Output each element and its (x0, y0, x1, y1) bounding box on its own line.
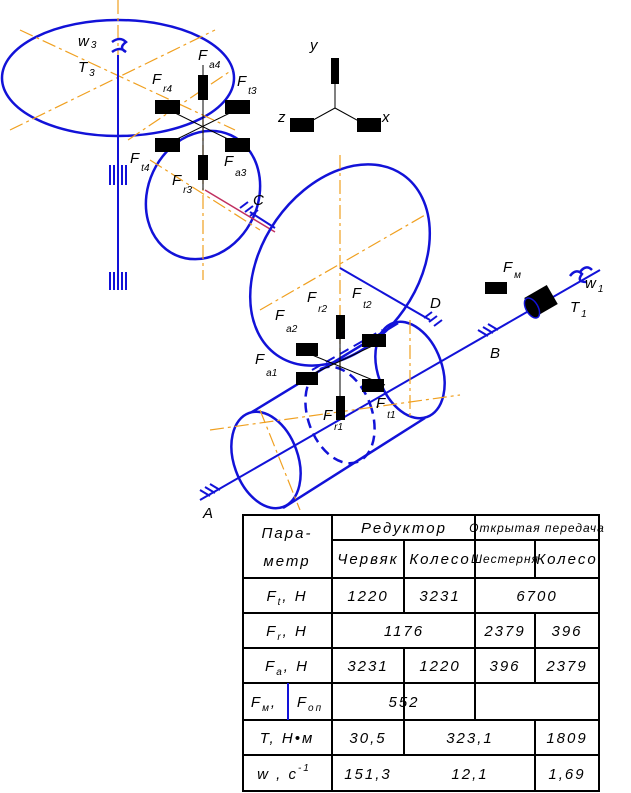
svg-text:T3: T3 (78, 59, 95, 79)
svg-text:323,1: 323,1 (446, 730, 494, 747)
svg-text:Ft, Н: Ft, Н (266, 588, 307, 608)
svg-text:3231: 3231 (347, 658, 388, 675)
svg-text:Fa4: Fa4 (198, 47, 221, 71)
svg-text:Fr4: Fr4 (152, 71, 173, 95)
svg-text:w1: w1 (585, 275, 603, 295)
svg-text:y: y (309, 37, 319, 54)
svg-text:B: B (490, 345, 500, 362)
svg-text:3231: 3231 (419, 588, 460, 605)
svg-text:Ft2: Ft2 (352, 285, 372, 311)
svg-text:метр: метр (263, 553, 310, 570)
svg-text:Fr3: Fr3 (172, 172, 193, 196)
svg-text:552: 552 (388, 694, 419, 711)
svg-text:Редуктор: Редуктор (361, 520, 447, 537)
svg-text:Ft1: Ft1 (376, 395, 396, 421)
svg-text:w , с-1: w , с-1 (257, 763, 311, 783)
svg-text:Fa1: Fa1 (255, 351, 277, 379)
svg-text:Fr, Н: Fr, Н (266, 623, 308, 643)
svg-text:1176: 1176 (384, 623, 424, 640)
coordinate-axes (290, 58, 381, 132)
svg-text:T, Н•м: T, Н•м (260, 730, 315, 747)
svg-text:Пара-: Пара- (262, 525, 313, 542)
force-vectors-top (155, 65, 250, 190)
svg-text:6700: 6700 (516, 588, 557, 605)
svg-text:Fоп: Fоп (297, 694, 323, 714)
svg-text:x: x (381, 109, 390, 126)
parameter-table: Пара- метр Редуктор Открытая передача Че… (242, 514, 605, 792)
svg-text:D: D (430, 295, 441, 312)
svg-text:Fa2: Fa2 (275, 307, 298, 335)
svg-text:C: C (253, 192, 264, 209)
svg-text:Шестерня: Шестерня (471, 552, 539, 566)
svg-text:2379: 2379 (545, 658, 587, 675)
svg-text:Fa3: Fa3 (224, 153, 247, 179)
svg-text:Fa, Н: Fa, Н (265, 658, 309, 678)
worm-shaft (199, 266, 601, 511)
svg-text:1,69: 1,69 (548, 766, 585, 783)
svg-text:Ft4: Ft4 (130, 150, 150, 174)
svg-text:Червяк: Червяк (337, 551, 398, 568)
force-vectors-worm (296, 282, 507, 420)
svg-text:396: 396 (551, 623, 582, 640)
svg-text:Колесо: Колесо (409, 551, 470, 568)
svg-text:1220: 1220 (419, 658, 460, 675)
svg-text:A: A (202, 505, 213, 522)
svg-text:396: 396 (489, 658, 520, 675)
svg-text:1809: 1809 (546, 730, 587, 747)
svg-text:Fм,: Fм, (251, 694, 277, 714)
svg-text:T1: T1 (570, 299, 587, 320)
svg-text:w3: w3 (78, 33, 97, 51)
svg-text:Fr1: Fr1 (323, 407, 343, 433)
svg-text:2379: 2379 (483, 623, 525, 640)
svg-text:Fм: Fм (503, 259, 521, 281)
svg-text:1220: 1220 (347, 588, 388, 605)
svg-text:151,3: 151,3 (344, 766, 392, 783)
svg-text:z: z (277, 109, 286, 126)
svg-text:Открытая передача: Открытая передача (469, 521, 605, 535)
svg-text:12,1: 12,1 (451, 766, 488, 783)
svg-text:Ft3: Ft3 (237, 73, 257, 97)
open-gear-shaft (109, 37, 128, 290)
svg-text:Колесо: Колесо (536, 551, 597, 568)
svg-text:Fr2: Fr2 (307, 289, 328, 315)
svg-text:30,5: 30,5 (349, 730, 386, 747)
